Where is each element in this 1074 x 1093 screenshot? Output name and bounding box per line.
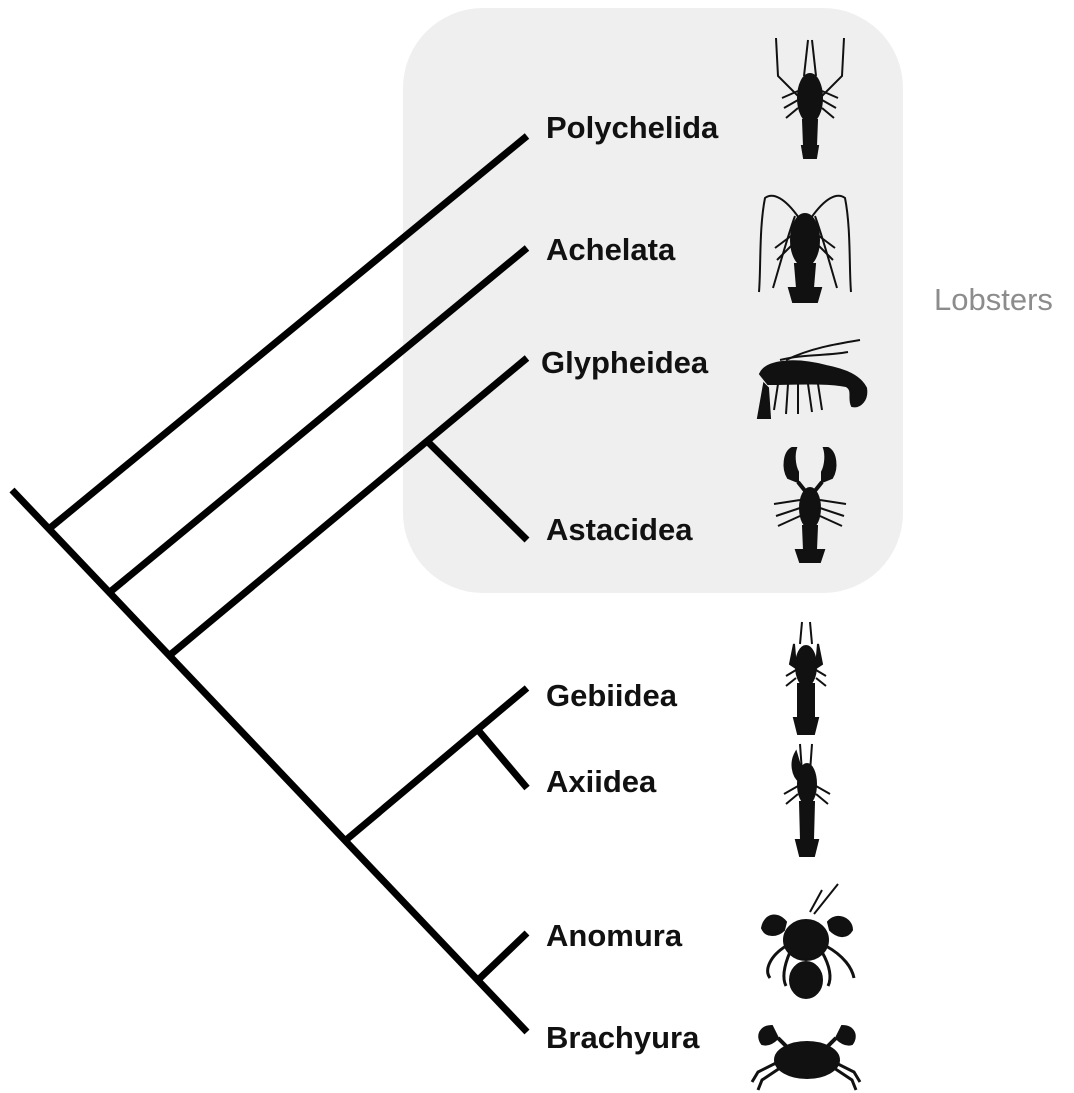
taxon-label-axiidea: Axiidea [546,764,656,800]
taxon-label-gebiidea: Gebiidea [546,678,677,714]
branch-astacidea [428,442,527,540]
ghost-shrimp-icon [778,742,838,860]
crab-icon [750,1020,864,1092]
taxon-label-achelata: Achelata [546,232,675,268]
spiny-lobster-icon [755,188,855,306]
taxon-label-brachyura: Brachyura [546,1020,699,1056]
branch-anomura [478,933,527,980]
branch-achelata [110,248,527,592]
hermit-crab-icon [756,882,864,1004]
taxon-label-glypheidea: Glypheidea [541,345,708,381]
clawed-lobster-icon [770,442,850,567]
branch-glypheidea [170,358,527,655]
branch-axiidea [478,730,527,788]
taxon-label-astacidea: Astacidea [546,512,692,548]
branch-gebiidea [346,688,527,840]
mud-shrimp-icon [780,620,832,738]
taxon-label-anomura: Anomura [546,918,682,954]
slender-lobster-icon [770,36,850,161]
glypheid-lobster-icon [756,338,871,423]
taxon-label-polychelida: Polychelida [546,110,718,146]
